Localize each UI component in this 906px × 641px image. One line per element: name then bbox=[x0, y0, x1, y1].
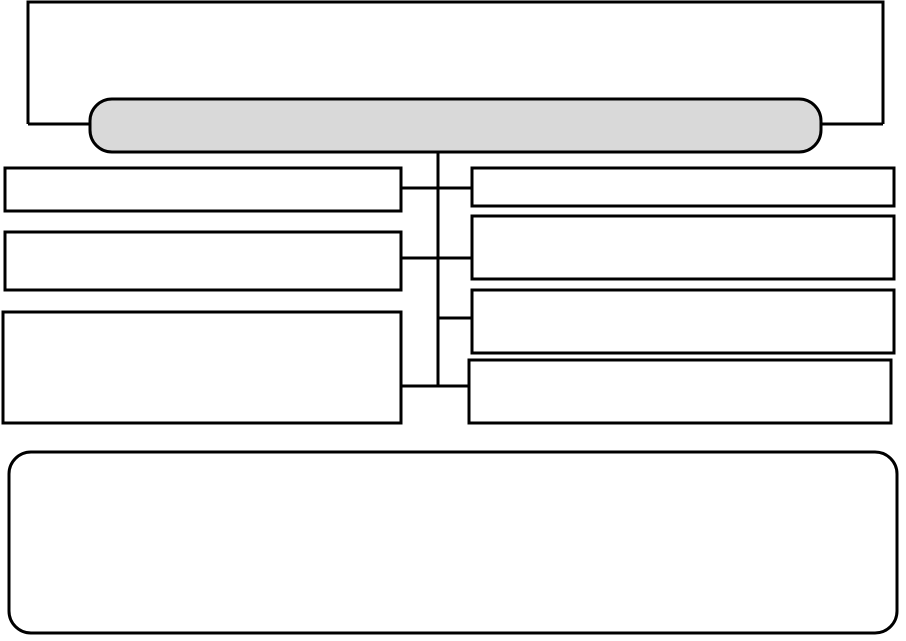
right-box-2 bbox=[470, 214, 896, 281]
bottom-panel bbox=[7, 450, 899, 635]
right-box-2-text bbox=[474, 218, 892, 277]
left-box-1 bbox=[3, 166, 403, 213]
left-box-1-text bbox=[7, 170, 399, 209]
central-bar bbox=[88, 97, 823, 154]
right-box-3-text bbox=[474, 292, 892, 351]
right-box-4 bbox=[467, 358, 893, 425]
left-box-3 bbox=[1, 310, 403, 425]
left-box-3-text bbox=[5, 314, 399, 421]
left-box-2-text bbox=[7, 234, 399, 288]
left-box-2 bbox=[3, 230, 403, 292]
top-frame bbox=[26, 0, 885, 124]
top-frame-text bbox=[30, 4, 881, 96]
bottom-panel-text bbox=[11, 454, 895, 631]
right-box-3 bbox=[470, 288, 896, 355]
central-bar-text bbox=[92, 101, 819, 150]
right-box-1-text bbox=[474, 170, 892, 204]
right-box-4-text bbox=[471, 362, 889, 421]
